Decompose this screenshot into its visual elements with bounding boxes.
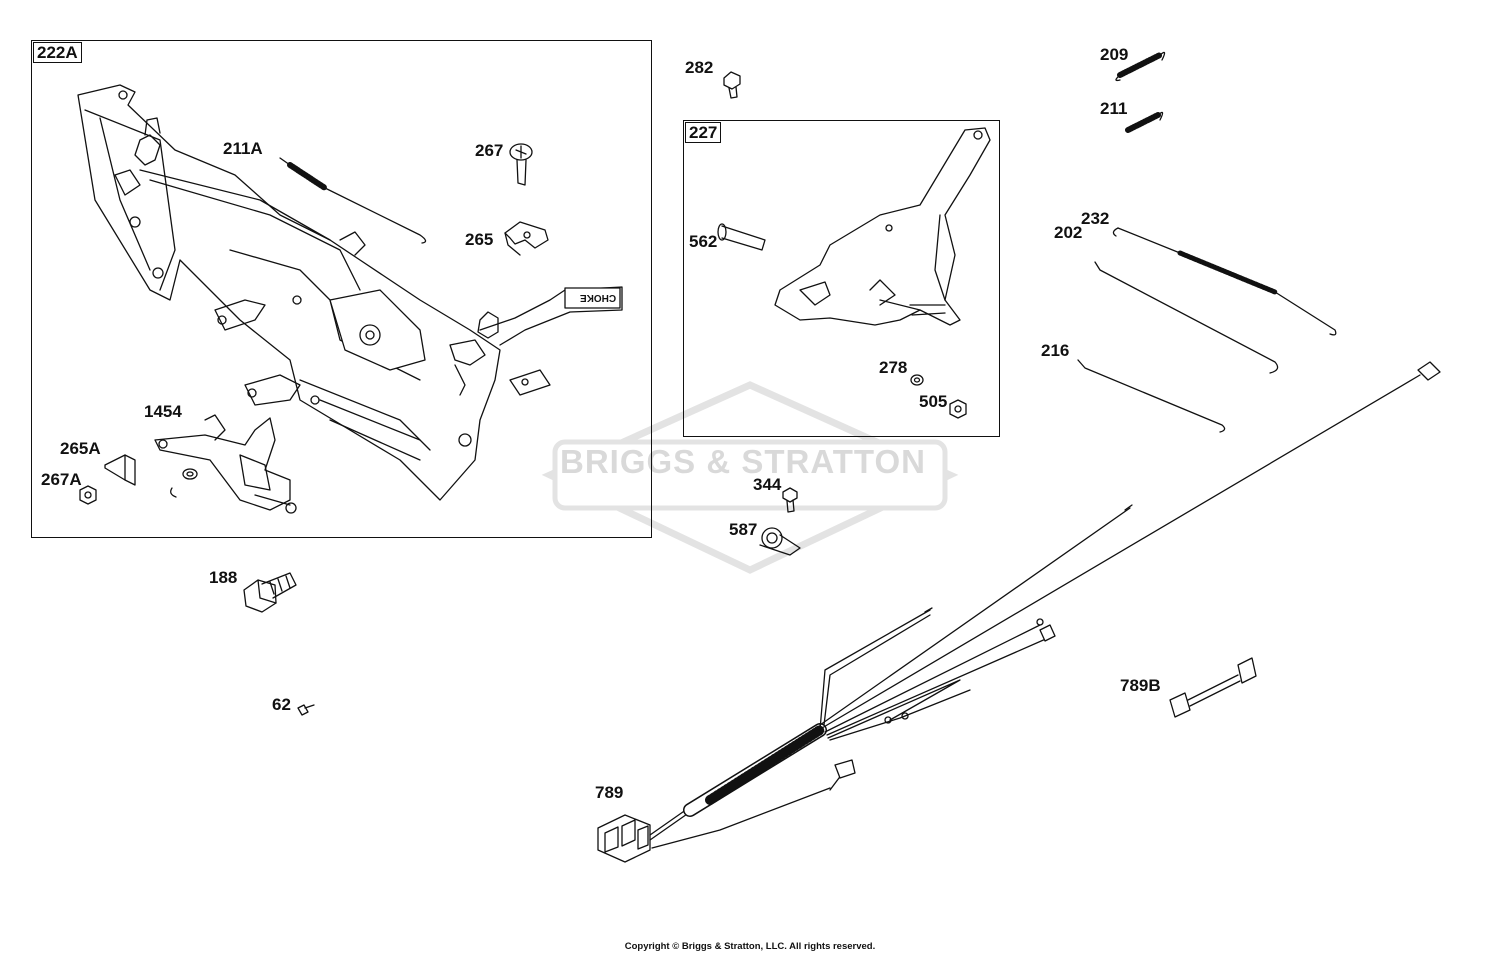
bolt-282 (723, 71, 741, 99)
screw-267 (509, 143, 533, 186)
callout-232: 232 (1081, 209, 1110, 228)
governor-lever-227 (774, 127, 991, 326)
callout-789: 789 (595, 783, 624, 802)
callout-211: 211 (1100, 99, 1128, 118)
callout-211a: 211A (223, 139, 263, 158)
callout-505: 505 (919, 392, 948, 411)
screw-344 (782, 487, 798, 513)
frame-227 (683, 120, 1000, 437)
callout-265: 265 (465, 230, 494, 249)
callout-267: 267 (475, 141, 504, 160)
spring-209 (1115, 51, 1166, 82)
choke-decal-text: CHOKE (580, 292, 617, 303)
rod-202 (1094, 261, 1279, 374)
clip-265a (104, 454, 136, 486)
briggs-stratton-watermark-logo (541, 381, 959, 574)
spring-211a (279, 157, 427, 244)
control-bracket-assembly (77, 84, 623, 501)
frame-227-label: 227 (685, 122, 722, 143)
copyright-notice: Copyright © Briggs & Stratton, LLC. All … (624, 941, 876, 952)
nut-505 (949, 399, 967, 419)
pin-562 (717, 223, 766, 251)
clamp-587 (759, 527, 801, 556)
spring-rod-232 (1112, 227, 1337, 336)
clip-265 (504, 221, 549, 256)
bolt-188 (243, 572, 297, 613)
jumper-harness-789b (1169, 657, 1257, 718)
callout-587: 587 (729, 520, 758, 539)
frame-222a (31, 40, 652, 538)
callout-282: 282 (685, 58, 714, 77)
callout-202: 202 (1054, 223, 1083, 242)
washer-278 (910, 374, 924, 386)
spring-211 (1125, 111, 1164, 133)
rod-216 (1077, 359, 1226, 433)
callout-216: 216 (1041, 341, 1070, 360)
callout-209: 209 (1100, 45, 1129, 64)
choke-control-1454 (154, 414, 297, 514)
callout-1454: 1454 (144, 402, 182, 421)
callout-188: 188 (209, 568, 238, 587)
callout-278: 278 (879, 358, 908, 377)
callout-789b: 789B (1120, 676, 1161, 695)
callout-62: 62 (272, 695, 291, 714)
frame-222a-label: 222A (33, 42, 82, 63)
screw-267a (79, 485, 97, 505)
callout-562: 562 (689, 232, 718, 251)
callout-265a: 265A (60, 439, 101, 458)
screw-62 (297, 704, 315, 716)
callout-344: 344 (753, 475, 782, 494)
wire-harness-789 (597, 361, 1441, 863)
watermark-text: BRIGGS & STRATTON (560, 443, 926, 480)
callout-267a: 267A (41, 470, 82, 489)
